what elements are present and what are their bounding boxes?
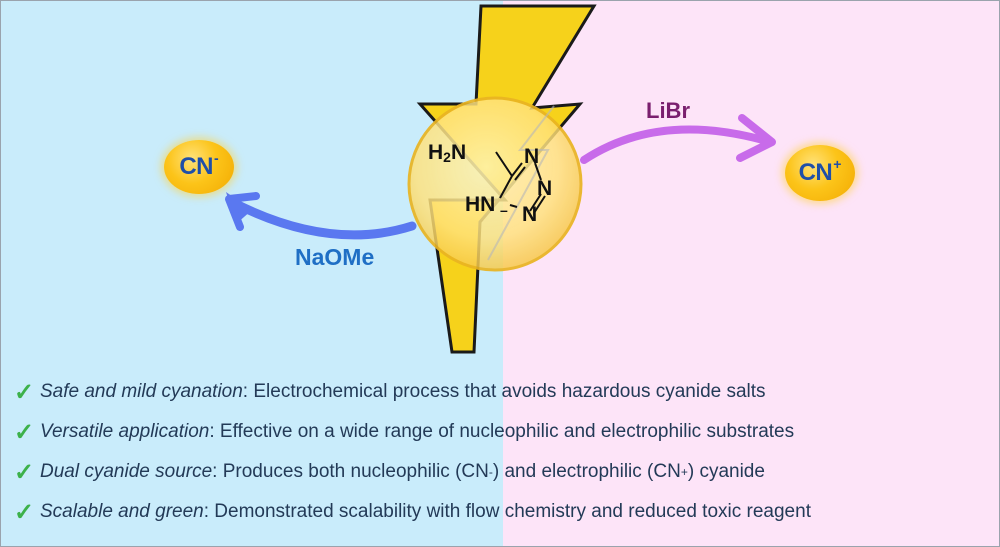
ring-nitrogen-3: N — [522, 203, 538, 226]
feature-item: ✓ Dual cyanide source: Produces both nuc… — [14, 452, 994, 492]
amine-group-label: H2N — [428, 141, 467, 165]
feature-text-c: ) cyanide — [687, 461, 765, 482]
curved-arrow-right-icon — [580, 114, 776, 164]
tetrazole-bonds — [495, 151, 546, 214]
feature-item: ✓ Scalable and green: Demonstrated scala… — [14, 492, 994, 532]
reagent-naome-label: NaOMe — [295, 244, 375, 270]
feature-text: : Demonstrated scalability with flow che… — [203, 501, 811, 522]
check-icon: ✓ — [14, 498, 35, 526]
feature-title: Scalable and green — [40, 501, 204, 522]
cyanide-cation-badge: CN+ — [785, 145, 855, 201]
nh-group-label: HN — [465, 193, 496, 216]
curved-arrow-left-icon — [225, 192, 417, 240]
ring-bond-dash: – — [500, 202, 508, 218]
reagent-libr-label: LiBr — [646, 98, 690, 123]
feature-list: ✓ Safe and mild cyanation: Electrochemic… — [14, 372, 994, 532]
feature-item: ✓ Safe and mild cyanation: Electrochemic… — [14, 372, 994, 412]
cyanide-anion-label: CN — [179, 153, 213, 180]
cyanide-anion-badge: CN- — [164, 140, 234, 194]
check-icon: ✓ — [14, 458, 35, 486]
feature-text-b: ) and electrophilic (CN — [492, 461, 681, 482]
feature-title: Versatile application — [40, 421, 210, 442]
feature-title: Safe and mild cyanation — [40, 381, 243, 402]
ring-nitrogen-1: N — [524, 145, 540, 168]
cation-charge-sup: + — [680, 465, 688, 479]
molecule-circle — [407, 96, 583, 272]
feature-item: ✓ Versatile application: Effective on a … — [14, 412, 994, 452]
anion-charge-sup: - — [488, 465, 493, 479]
feature-text: : Effective on a wide range of nucleophi… — [209, 421, 795, 442]
cyanide-cation-label: CN — [798, 159, 833, 186]
cyanide-anion-charge: - — [214, 150, 219, 166]
check-icon: ✓ — [14, 378, 35, 406]
feature-title: Dual cyanide source — [40, 461, 213, 482]
feature-text-a: : Produces both nucleophilic (CN — [212, 461, 489, 482]
cyanide-cation-charge: + — [833, 156, 842, 172]
feature-text: : Electrochemical process that avoids ha… — [242, 381, 766, 402]
check-icon: ✓ — [14, 418, 35, 446]
left-panel-background — [1, 1, 503, 546]
right-panel-background — [503, 1, 999, 546]
ring-nitrogen-2: N — [537, 177, 553, 200]
